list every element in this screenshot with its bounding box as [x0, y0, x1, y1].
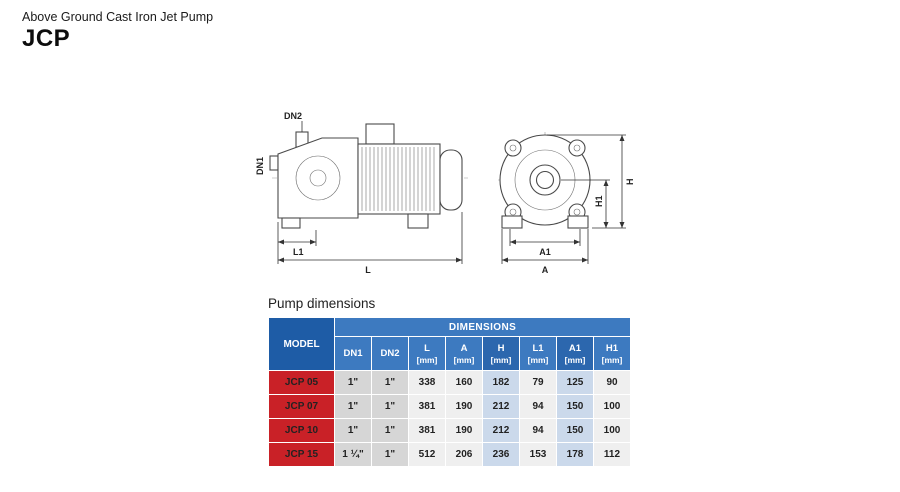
col-header-h1: H1 [mm]: [593, 336, 631, 371]
col-header-a1: A1 [mm]: [556, 336, 594, 371]
page-header: Above Ground Cast Iron Jet Pump JCP: [22, 10, 213, 53]
value-cell: 160: [445, 370, 483, 395]
value-cell: 212: [482, 418, 520, 443]
product-title: JCP: [22, 25, 71, 52]
dim-label-dn1: DN1: [255, 157, 265, 175]
product-subtitle: Above Ground Cast Iron Jet Pump: [22, 10, 214, 24]
table-row: JCP 10 1" 1" 381 190 212 94 150 100: [268, 418, 631, 443]
value-cell: 94: [519, 418, 557, 443]
dim-label-h: H: [625, 179, 635, 186]
dim-label-dn2: DN2: [284, 111, 302, 121]
value-cell: 1": [334, 370, 372, 395]
value-cell: 381: [408, 394, 446, 419]
value-cell: 1 ¼": [334, 442, 372, 467]
value-cell: 338: [408, 370, 446, 395]
value-cell: 178: [556, 442, 594, 467]
dim-label-h1: H1: [594, 195, 604, 207]
value-cell: 182: [482, 370, 520, 395]
value-cell: 112: [593, 442, 631, 467]
dimensions-header: DIMENSIONS: [334, 317, 631, 337]
value-cell: 150: [556, 394, 594, 419]
value-cell: 1": [371, 418, 409, 443]
value-cell: 94: [519, 394, 557, 419]
model-cell: JCP 10: [268, 418, 335, 443]
value-cell: 236: [482, 442, 520, 467]
value-cell: 125: [556, 370, 594, 395]
value-cell: 150: [556, 418, 594, 443]
pump-technical-drawing: DN2 DN1 L1 L: [255, 111, 635, 275]
value-cell: 153: [519, 442, 557, 467]
value-cell: 206: [445, 442, 483, 467]
col-header-l1: L1 [mm]: [519, 336, 557, 371]
table-header-row: MODEL DIMENSIONS: [268, 317, 631, 371]
value-cell: 1": [371, 370, 409, 395]
value-cell: 1": [334, 418, 372, 443]
model-cell: JCP 07: [268, 394, 335, 419]
model-cell: JCP 05: [268, 370, 335, 395]
value-cell: 1": [371, 394, 409, 419]
value-cell: 90: [593, 370, 631, 395]
value-cell: 190: [445, 418, 483, 443]
model-cell: JCP 15: [268, 442, 335, 467]
table-row: JCP 07 1" 1" 381 190 212 94 150 100: [268, 394, 631, 419]
dimensions-table: MODEL DIMENSIONS DN1 DN2 L [mm] A: [268, 317, 631, 467]
dim-label-l1: L1: [293, 247, 304, 257]
table-row: JCP 05 1" 1" 338 160 182 79 125 90: [268, 370, 631, 395]
section-title: Pump dimensions: [268, 296, 376, 311]
front-view: A1 A H1 H: [498, 132, 635, 275]
side-view: DN2 DN1 L1 L: [255, 111, 468, 275]
col-header-dn1: DN1: [334, 336, 372, 371]
col-header-l: L [mm]: [408, 336, 446, 371]
value-cell: 100: [593, 394, 631, 419]
dim-label-l: L: [365, 265, 371, 275]
value-cell: 100: [593, 418, 631, 443]
table-subheader-row: DN1 DN2 L [mm] A [mm] H [mm]: [269, 336, 631, 371]
col-header-h: H [mm]: [482, 336, 520, 371]
value-cell: 79: [519, 370, 557, 395]
dim-label-a: A: [542, 265, 549, 275]
model-header: MODEL: [268, 317, 335, 371]
table-row: JCP 15 1 ¼" 1" 512 206 236 153 178 112: [268, 442, 631, 467]
value-cell: 212: [482, 394, 520, 419]
col-header-dn2: DN2: [371, 336, 409, 371]
col-header-a: A [mm]: [445, 336, 483, 371]
dim-label-a1: A1: [539, 247, 551, 257]
value-cell: 1": [334, 394, 372, 419]
value-cell: 190: [445, 394, 483, 419]
value-cell: 1": [371, 442, 409, 467]
value-cell: 381: [408, 418, 446, 443]
value-cell: 512: [408, 442, 446, 467]
